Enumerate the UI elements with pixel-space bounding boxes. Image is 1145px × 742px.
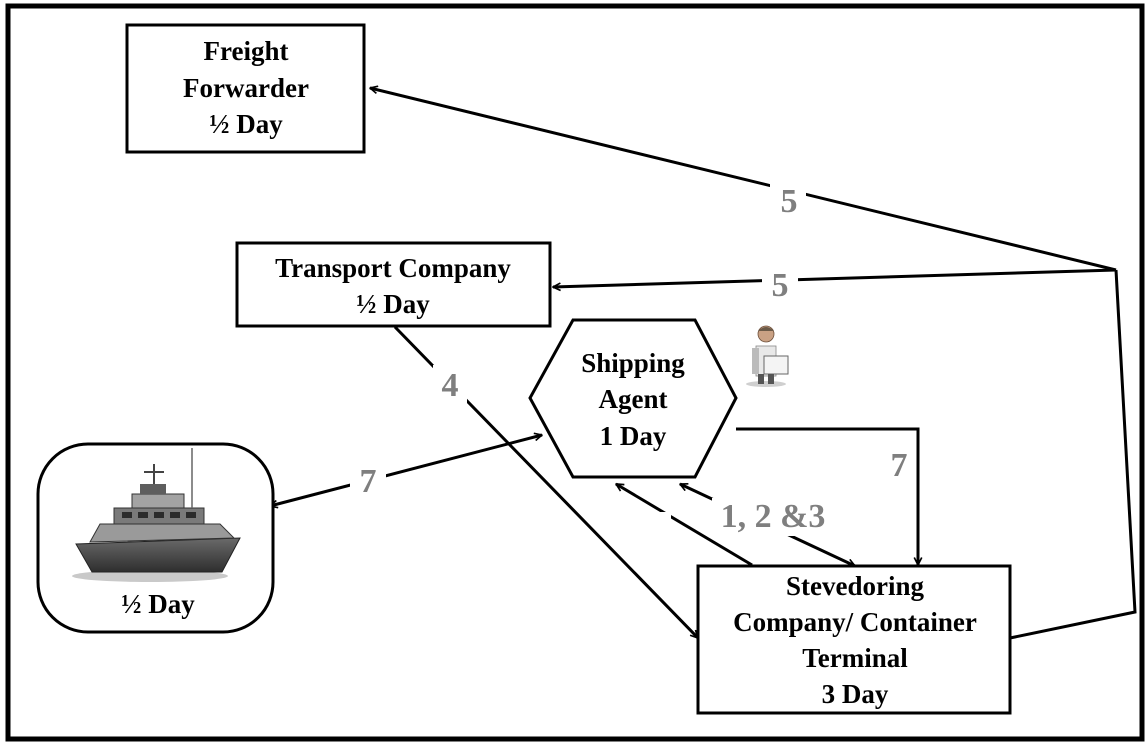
node-transport-company: Transport Company ½ Day [235,241,552,328]
stevedoring-line3: Terminal [802,643,908,673]
freight-forwarder-line1: Freight [204,36,289,66]
shipping-agent-line1: Shipping [581,348,685,378]
edge-label-1-2-3: 1, 2 &3 [721,498,826,535]
person-holding-paper-icon [746,325,789,387]
ship-label: ½ Day [121,589,195,619]
shipping-agent-line3: 1 Day [600,421,667,451]
connector-terminal-junction [1009,269,1137,640]
ship-icon [72,448,241,582]
edge-label-5-freight: 5 [781,183,798,220]
shipping-agent-line2: Agent [599,384,668,414]
arrow-to-freight-forwarder [370,88,1117,272]
node-ship: ½ Day [36,442,275,634]
stevedoring-line2: Company/ Container [733,607,977,637]
transport-company-line2: ½ Day [356,289,430,319]
node-stevedoring-terminal: Stevedoring Company/ Container Terminal … [696,564,1012,715]
arrow-ship-agent [270,435,542,506]
transport-company-line1: Transport Company [275,253,511,283]
edge-label-7-ship: 7 [360,463,377,500]
stevedoring-line1: Stevedoring [786,571,924,601]
node-shipping-agent: Shipping Agent 1 Day [528,318,738,479]
arrow-agent-to-terminal [736,427,918,565]
node-freight-forwarder: Freight Forwarder ½ Day [125,23,366,154]
edge-label-4: 4 [442,367,459,404]
freight-forwarder-line3: ½ Day [209,109,283,139]
stevedoring-line4: 3 Day [822,679,889,709]
freight-forwarder-line2: Forwarder [183,73,309,103]
edge-label-5-transport: 5 [772,267,789,304]
edge-label-7-terminal: 7 [891,447,908,484]
arrow-to-transport-company [553,268,1117,287]
